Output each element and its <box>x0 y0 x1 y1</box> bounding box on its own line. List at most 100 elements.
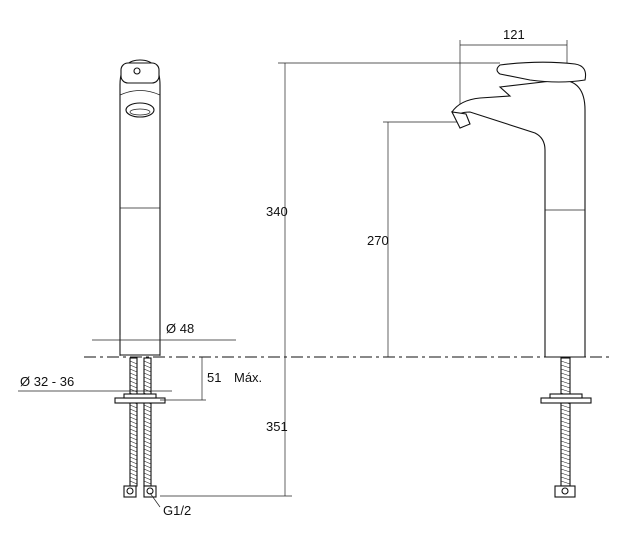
hose-braid-mark <box>143 448 152 453</box>
width-121-label: 121 <box>503 27 525 42</box>
hose-braid-mark <box>560 460 571 465</box>
hose-braid-mark <box>143 404 152 409</box>
front-aerator-inner <box>129 108 151 116</box>
hose-braid-mark <box>560 368 571 373</box>
hose-braid-mark <box>560 376 571 381</box>
side-hose <box>560 357 571 487</box>
front-mounting-plate <box>114 393 166 404</box>
side-handle <box>496 61 587 83</box>
hose-braid-mark <box>129 408 138 413</box>
hose-braid-mark <box>129 456 138 461</box>
hose-braid-mark <box>129 440 138 445</box>
front-handle <box>120 62 160 84</box>
hose-braid-mark <box>143 364 152 369</box>
hose-braid-mark <box>143 368 152 373</box>
hose-braid-mark <box>129 460 138 465</box>
hose-braid-mark <box>129 476 138 481</box>
hose-braid-mark <box>129 472 138 477</box>
hose-braid-mark <box>143 444 152 449</box>
hose-braid-mark <box>129 424 138 429</box>
hose-braid-mark <box>560 456 571 461</box>
hose-braid-mark <box>560 380 571 385</box>
hose-braid-mark <box>143 360 152 365</box>
hose-braid-mark <box>143 380 152 385</box>
hose-braid-mark <box>560 480 571 485</box>
hose-braid-mark <box>129 480 138 485</box>
side-body <box>451 79 586 358</box>
diameter-48-label: Ø 48 <box>166 321 194 336</box>
side-spout-tip <box>451 111 471 129</box>
hose-braid-mark <box>560 404 571 409</box>
hose-braid-mark <box>143 428 152 433</box>
hose-braid-mark <box>560 444 571 449</box>
hose-braid-mark <box>129 380 138 385</box>
hose-braid-mark <box>560 412 571 417</box>
front-connector-nuts <box>123 485 157 498</box>
front-view: Ø 48 Ø 32 - 36 51 Máx. <box>18 59 262 518</box>
hose-braid-mark <box>129 416 138 421</box>
length-351-dimension: 351 <box>160 357 292 497</box>
hose-braid-mark <box>129 428 138 433</box>
hose-braid-mark <box>129 444 138 449</box>
hose-braid-mark <box>129 384 138 389</box>
height-270-dimension: 270 <box>367 121 460 357</box>
side-view: 121 <box>451 27 592 498</box>
hose-braid-mark <box>129 372 138 377</box>
hose-braid-mark <box>560 464 571 469</box>
hose-braid-mark <box>560 424 571 429</box>
hose-braid-mark <box>560 452 571 457</box>
hose-braid-mark <box>143 468 152 473</box>
hose-braid-mark <box>560 472 571 477</box>
hose-braid-mark <box>143 456 152 461</box>
hose-braid-mark <box>143 384 152 389</box>
hose-braid-mark <box>560 416 571 421</box>
hose-braid-mark <box>143 416 152 421</box>
hose-braid-mark <box>129 368 138 373</box>
hose-braid-mark <box>143 436 152 441</box>
hose-braid-mark <box>129 468 138 473</box>
hose-braid-mark <box>129 412 138 417</box>
hose-braid-mark <box>129 420 138 425</box>
hose-braid-mark <box>129 360 138 365</box>
front-hoses <box>129 357 152 487</box>
height-340-dimension: 340 <box>266 62 500 357</box>
hose-braid-mark <box>560 408 571 413</box>
hose-braid-mark <box>143 408 152 413</box>
hose-braid-mark <box>143 480 152 485</box>
side-mounting-plate <box>540 393 592 404</box>
hose-braid-mark <box>143 432 152 437</box>
hose-braid-mark <box>560 384 571 389</box>
hose-braid-mark <box>560 440 571 445</box>
side-connector-nut <box>554 485 576 498</box>
hose-braid-mark <box>560 372 571 377</box>
hose-braid-mark <box>143 420 152 425</box>
hole-diameter-label: Ø 32 - 36 <box>20 374 74 389</box>
hose-braid-mark <box>129 448 138 453</box>
hose-braid-mark <box>143 440 152 445</box>
front-spout-shoulder <box>119 90 161 96</box>
height-340-label: 340 <box>266 204 288 219</box>
max-thickness-label: 51 <box>207 370 221 385</box>
hose-braid-mark <box>143 460 152 465</box>
hole-diameter-dimension: Ø 32 - 36 <box>18 374 172 392</box>
hose-braid-mark <box>129 364 138 369</box>
hose-braid-mark <box>129 436 138 441</box>
length-351-label: 351 <box>266 419 288 434</box>
front-handle-indicator <box>133 67 141 75</box>
hose-braid-mark <box>560 428 571 433</box>
hose-braid-mark <box>143 412 152 417</box>
hose-braid-mark <box>129 404 138 409</box>
front-aerator <box>125 102 155 118</box>
hose-braid-mark <box>129 376 138 381</box>
hose-braid-mark <box>560 364 571 369</box>
hose-braid-mark <box>560 468 571 473</box>
hose-braid-mark <box>143 388 152 393</box>
hose-braid-mark <box>143 372 152 377</box>
hose-braid-mark <box>129 464 138 469</box>
hose-braid-mark <box>143 452 152 457</box>
hose-braid-mark <box>560 420 571 425</box>
hose-braid-mark <box>143 424 152 429</box>
height-270-label: 270 <box>367 233 389 248</box>
hose-braid-mark <box>560 388 571 393</box>
